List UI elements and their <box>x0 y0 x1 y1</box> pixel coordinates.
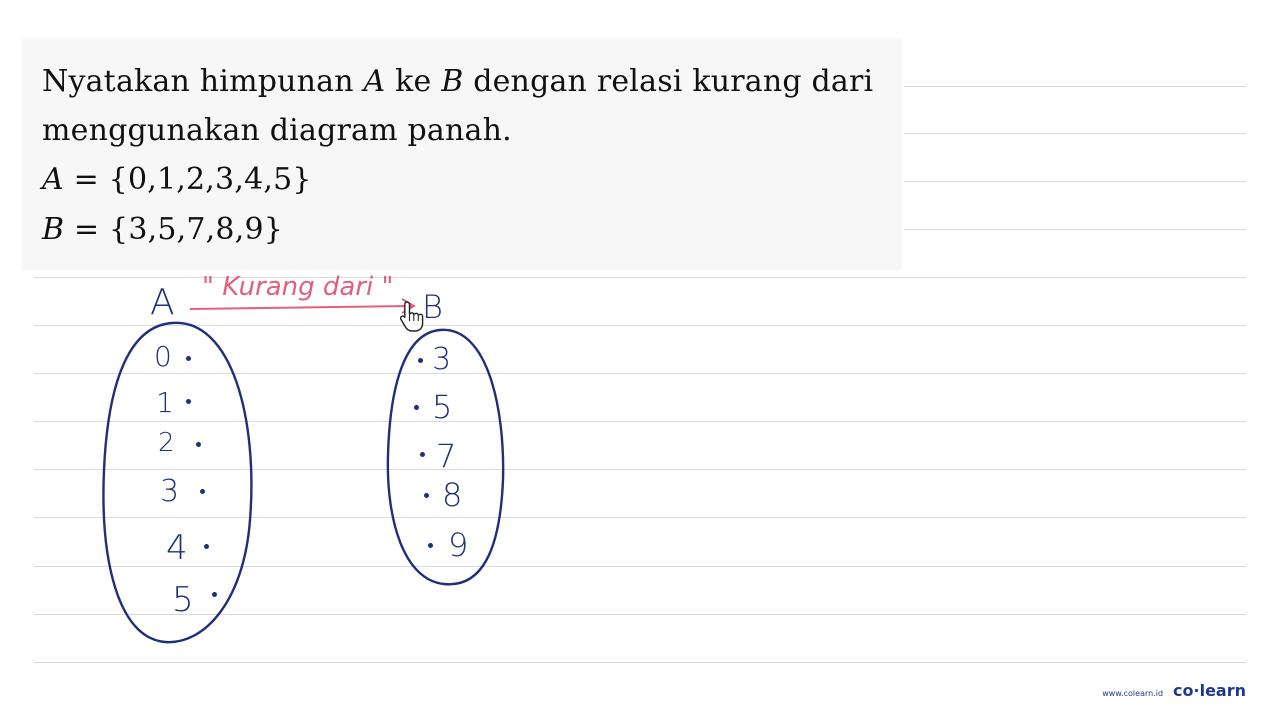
set-a-element: 4 <box>166 528 188 568</box>
set-a-element: 2 <box>158 428 175 458</box>
element-dot <box>200 489 205 494</box>
brand-logo: co·learn <box>1173 681 1246 700</box>
element-dot <box>186 356 191 361</box>
set-a-symbol: A <box>363 64 386 99</box>
set-a-ellipse <box>102 321 253 644</box>
ruled-line <box>34 614 1246 615</box>
relation-label: " Kurang dari " <box>202 272 394 302</box>
set-a-element: 5 <box>172 580 194 620</box>
ruled-line <box>904 86 1246 87</box>
question-line-2: menggunakan diagram panah. <box>42 113 512 148</box>
relation-arrow-line <box>189 305 413 310</box>
set-a-expression: = {0,1,2,3,4,5} <box>63 162 312 197</box>
element-dot <box>414 405 419 410</box>
element-dot <box>212 592 217 597</box>
set-b-element: 9 <box>448 526 469 564</box>
element-dot <box>428 543 433 548</box>
ruled-line <box>34 325 1246 326</box>
ruled-line <box>904 229 1246 230</box>
ruled-line <box>904 133 1246 134</box>
element-dot <box>420 452 425 457</box>
label-set-a: A <box>150 282 175 323</box>
ruled-line <box>904 181 1246 182</box>
set-b-element: 8 <box>442 476 463 514</box>
set-b-symbol: B <box>441 64 464 99</box>
ruled-line <box>34 517 1246 518</box>
question-line-1: Nyatakan himpunan A ke B dengan relasi k… <box>42 64 873 99</box>
question-text: Nyatakan himpunan <box>42 64 364 99</box>
set-a-element: 3 <box>160 474 180 509</box>
label-set-b: B <box>422 288 443 326</box>
ruled-line <box>34 662 1246 663</box>
set-b-element: 3 <box>432 342 452 377</box>
set-b-definition: B = {3,5,7,8,9} <box>42 212 283 247</box>
element-dot <box>204 544 209 549</box>
set-b-symbol: B <box>42 212 65 247</box>
ruled-line <box>34 277 1246 278</box>
brand-footer: www.colearn.id co·learn <box>1102 681 1246 700</box>
element-dot <box>196 442 201 447</box>
element-dot <box>186 399 191 404</box>
set-b-ellipse <box>386 328 505 586</box>
ruled-line <box>34 421 1246 422</box>
set-b-expression: = {3,5,7,8,9} <box>64 212 284 247</box>
question-box <box>22 38 902 270</box>
ruled-line <box>34 566 1246 567</box>
set-b-element: 5 <box>432 388 453 426</box>
element-dot <box>418 358 423 363</box>
ruled-line <box>34 469 1246 470</box>
hand-pointer-icon <box>399 301 424 332</box>
set-a-symbol: A <box>42 162 64 197</box>
set-b-element: 7 <box>436 437 457 475</box>
set-a-element: 0 <box>154 340 172 373</box>
brand-url: www.colearn.id <box>1102 689 1164 698</box>
element-dot <box>424 493 429 498</box>
question-text: dengan relasi kurang dari <box>463 64 874 99</box>
ruled-line <box>34 373 1246 374</box>
set-a-element: 1 <box>156 386 174 419</box>
set-a-definition: A = {0,1,2,3,4,5} <box>42 162 312 197</box>
question-text: ke <box>385 64 442 99</box>
